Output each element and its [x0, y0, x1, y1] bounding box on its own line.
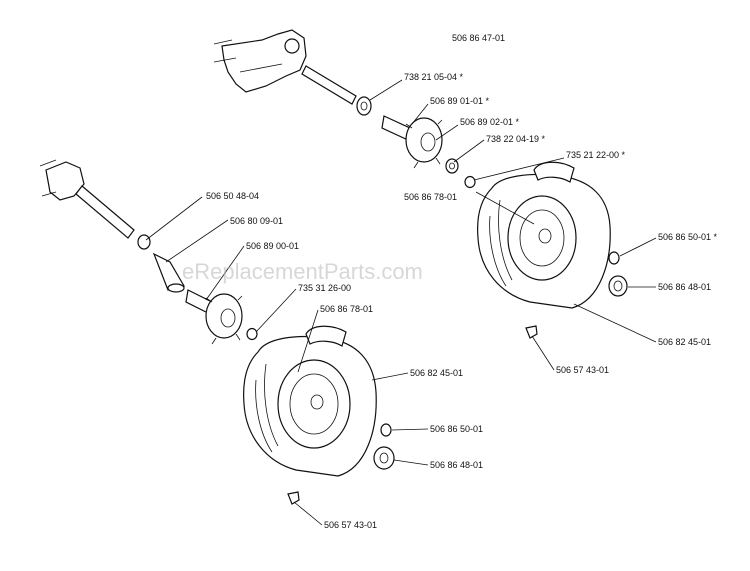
upper-washer	[464, 175, 476, 189]
callout-506-89-00-01: 506 89 00-01	[246, 241, 299, 251]
callout-506-82-45-01-upper: 506 82 45-01	[658, 337, 711, 347]
callout-506-89-01-01: 506 89 01-01 *	[430, 96, 490, 106]
callout-506-89-02-01: 506 89 02-01 *	[460, 117, 520, 127]
callout-506-80-09-01: 506 80 09-01	[230, 216, 283, 226]
callout-506-86-50-01-upper: 506 86 50-01 *	[658, 232, 718, 242]
lower-valve-bolt	[287, 491, 300, 505]
lower-washer	[246, 327, 258, 341]
callout-738-21-05-04: 738 21 05-04 *	[404, 72, 464, 82]
upper-tire	[477, 161, 611, 309]
callout-506-86-78-01-upper: 506 86 78-01	[404, 192, 457, 202]
lower-bushing-tube	[152, 252, 185, 293]
callout-735-31-26-00: 735 31 26-00	[298, 283, 351, 293]
upper-wheel-hub	[381, 115, 443, 169]
upper-valve-bolt	[525, 325, 538, 339]
assembly-number: 506 86 47-01	[452, 33, 505, 43]
callout-735-21-22-00: 735 21 22-00 *	[566, 150, 626, 160]
callout-506-57-43-01-lower: 506 57 43-01	[324, 520, 377, 530]
lower-spacer	[137, 234, 151, 250]
upper-hub-bearing	[445, 158, 459, 174]
callout-506-50-48-04: 506 50 48-04	[206, 191, 259, 201]
upper-lug-nut	[608, 251, 620, 265]
lower-wheel-hub	[185, 289, 243, 345]
callout-506-82-45-01-lower: 506 82 45-01	[410, 368, 463, 378]
upper-bushing	[356, 96, 372, 116]
lower-axle-shaft	[75, 185, 135, 239]
upper-hub-cap	[608, 275, 628, 297]
callout-506-86-78-01-lower: 506 86 78-01	[320, 304, 373, 314]
upper-axle-bracket	[213, 29, 307, 93]
callout-506-57-43-01-upper: 506 57 43-01	[556, 365, 609, 375]
callout-labels: 738 21 05-04 * 506 89 01-01 * 506 89 02-…	[206, 72, 718, 530]
callout-506-86-50-01-lower: 506 86 50-01	[430, 424, 483, 434]
watermark: eReplacementParts.com	[182, 259, 423, 284]
lower-hub-cap	[373, 446, 395, 470]
lower-tire	[243, 325, 377, 477]
upper-axle-shaft	[301, 65, 357, 105]
lower-lug-nut	[380, 423, 392, 437]
leader-lines	[145, 79, 657, 526]
callout-506-86-48-01-upper: 506 86 48-01	[658, 282, 711, 292]
callout-738-22-04-19: 738 22 04-19 *	[486, 134, 546, 144]
callout-506-86-48-01-lower: 506 86 48-01	[430, 460, 483, 470]
